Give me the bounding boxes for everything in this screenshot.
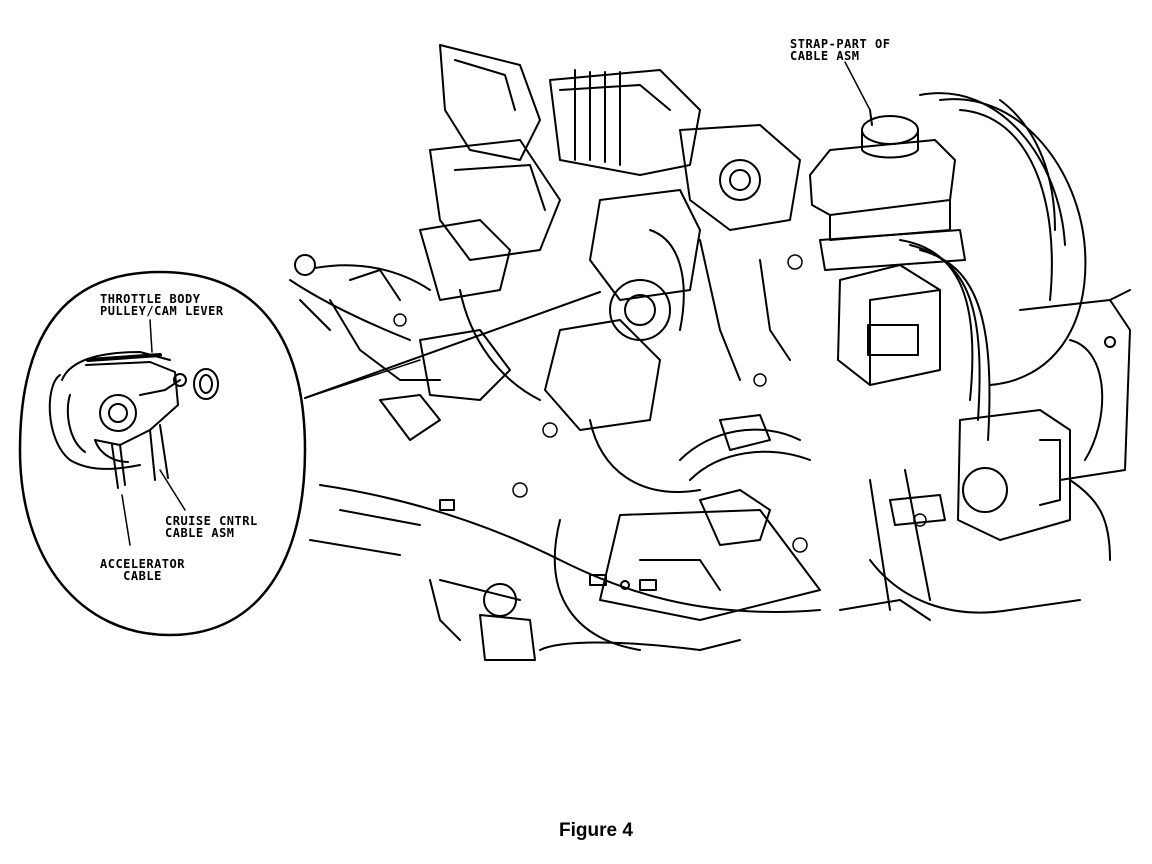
throttle-body-label: THROTTLE BODY PULLEY/CAM LEVER (100, 292, 224, 318)
detail-inset (18, 270, 601, 637)
engine-block (429, 44, 801, 431)
accelerator-cable-label: ACCELERATOR CABLE (100, 557, 185, 583)
wiring-harness (289, 219, 541, 441)
throttle-pulley-detail (48, 351, 219, 489)
cruise-module (957, 289, 1131, 541)
abs-module (819, 229, 991, 441)
radiator-support (309, 469, 1111, 661)
cruise-cable-label: CRUISE CNTRL CABLE ASM (165, 514, 258, 540)
strap-label: STRAP-PART OF CABLE ASM (790, 37, 891, 63)
fasteners (393, 254, 927, 553)
air-intake-hose (553, 414, 821, 651)
brake-master-cylinder (809, 92, 1087, 386)
figure-caption: Figure 4 (559, 820, 633, 841)
